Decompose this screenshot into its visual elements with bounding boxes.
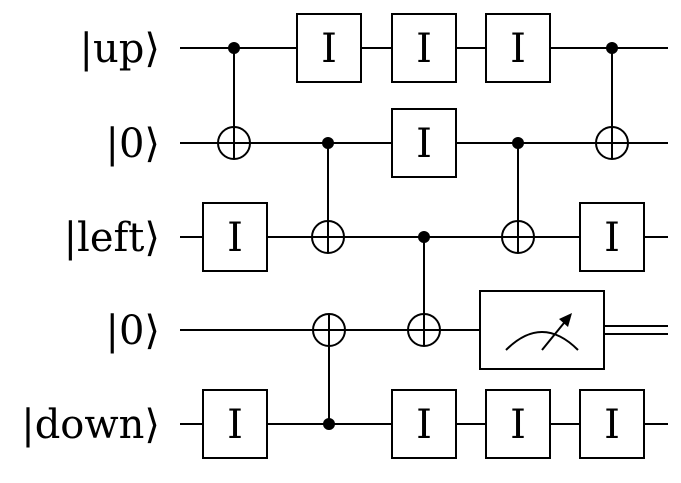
cnot-gate bbox=[217, 42, 251, 160]
meter-box bbox=[479, 290, 605, 370]
identity-gate: I bbox=[391, 13, 457, 83]
identity-gate: I bbox=[485, 389, 551, 459]
identity-gate: I bbox=[391, 389, 457, 459]
meter-arc bbox=[505, 331, 579, 351]
gate-box bbox=[202, 389, 268, 459]
measurement-gate bbox=[479, 290, 605, 370]
gate-box bbox=[485, 13, 551, 83]
qubit-label: |left⟩ bbox=[64, 215, 160, 261]
gate-box bbox=[485, 389, 551, 459]
control-dot bbox=[323, 418, 335, 430]
gate-box bbox=[202, 202, 268, 272]
identity-gate: I bbox=[296, 13, 362, 83]
gate-label: I bbox=[227, 215, 243, 261]
identity-gate: I bbox=[579, 202, 645, 272]
gate-box bbox=[296, 13, 362, 83]
gate-label: I bbox=[227, 402, 243, 448]
qubit-label: |down⟩ bbox=[21, 402, 160, 448]
qubit-label: |up⟩ bbox=[80, 26, 160, 72]
identity-gate: I bbox=[202, 389, 268, 459]
control-dot bbox=[322, 137, 334, 149]
control-dot bbox=[228, 42, 240, 54]
gate-box bbox=[579, 389, 645, 459]
cnot-gate bbox=[595, 42, 629, 160]
qubit-label: |0⟩ bbox=[105, 121, 160, 167]
gate-box bbox=[579, 202, 645, 272]
gate-box bbox=[391, 13, 457, 83]
control-dot bbox=[606, 42, 618, 54]
gate-label: I bbox=[321, 26, 337, 72]
identity-gate: I bbox=[485, 13, 551, 83]
gate-label: I bbox=[416, 402, 432, 448]
gate-label: I bbox=[604, 215, 620, 261]
gate-label: I bbox=[416, 26, 432, 72]
gate-label: I bbox=[510, 26, 526, 72]
cnot-gate bbox=[312, 313, 346, 430]
cnot-gate bbox=[311, 137, 345, 254]
cnot-gate bbox=[501, 137, 535, 254]
identity-gate: I bbox=[202, 202, 268, 272]
gate-box bbox=[391, 108, 457, 178]
meter-needle bbox=[541, 317, 569, 351]
control-dot bbox=[418, 231, 430, 243]
cnot-gate bbox=[407, 231, 441, 347]
circuit-gates: I I I I I I I I I I bbox=[202, 13, 645, 459]
gate-label: I bbox=[510, 402, 526, 448]
gate-label: I bbox=[604, 402, 620, 448]
qubit-label: |0⟩ bbox=[105, 308, 160, 354]
identity-gate: I bbox=[391, 108, 457, 178]
meter-arrowhead bbox=[559, 313, 572, 327]
identity-gate: I bbox=[579, 389, 645, 459]
qubit-labels: |up⟩ |0⟩ |left⟩ |0⟩ |down⟩ bbox=[21, 26, 160, 448]
control-dot bbox=[512, 137, 524, 149]
gate-box bbox=[391, 389, 457, 459]
gate-label: I bbox=[416, 121, 432, 167]
